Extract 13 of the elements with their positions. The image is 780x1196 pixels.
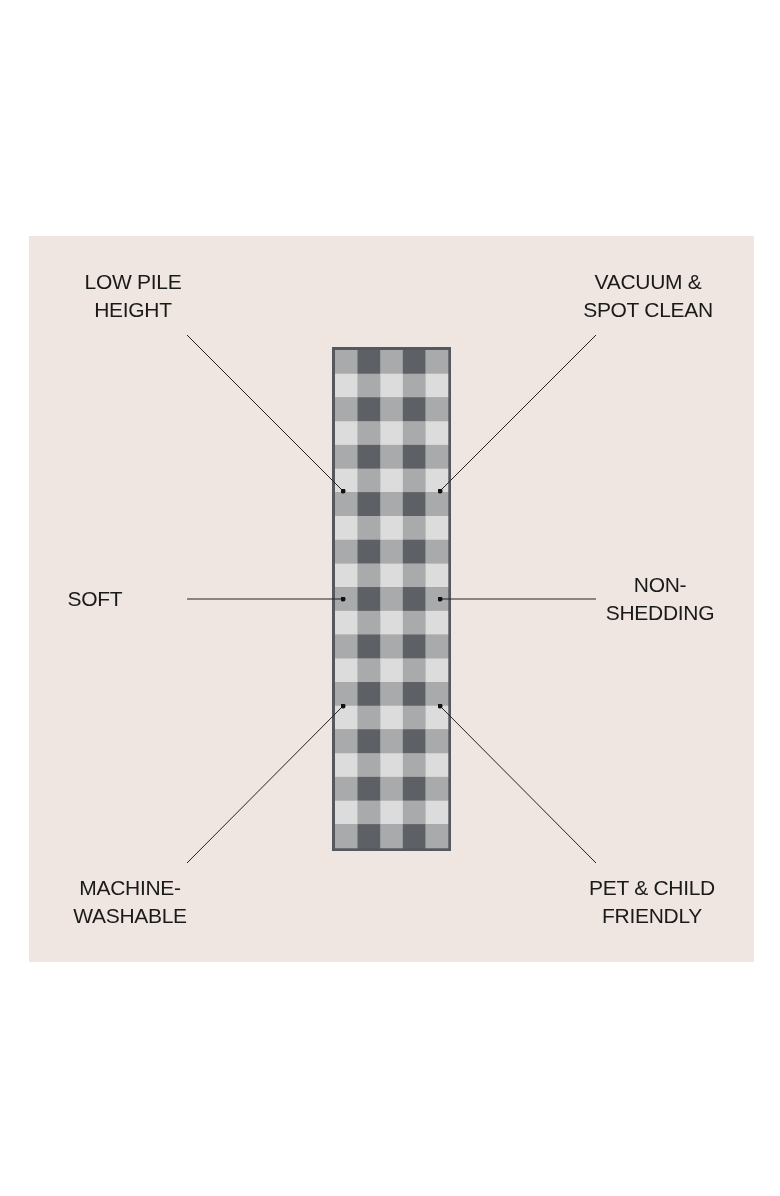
leader-line — [186, 334, 346, 494]
leader-line — [186, 703, 346, 864]
feature-label: NON-SHEDDING — [590, 571, 730, 627]
feature-label: LOW PILE HEIGHT — [48, 268, 218, 324]
feature-label: VACUUM & SPOT CLEAN — [568, 268, 728, 324]
feature-label: PET & CHILD FRIENDLY — [572, 874, 732, 930]
leader-line — [437, 703, 597, 864]
leader-line — [186, 596, 346, 602]
leader-line — [437, 334, 597, 494]
feature-label: SOFT — [58, 585, 132, 613]
feature-label: MACHINE-WASHABLE — [55, 874, 205, 930]
rug-drawing — [332, 347, 451, 851]
leader-line — [437, 596, 597, 602]
